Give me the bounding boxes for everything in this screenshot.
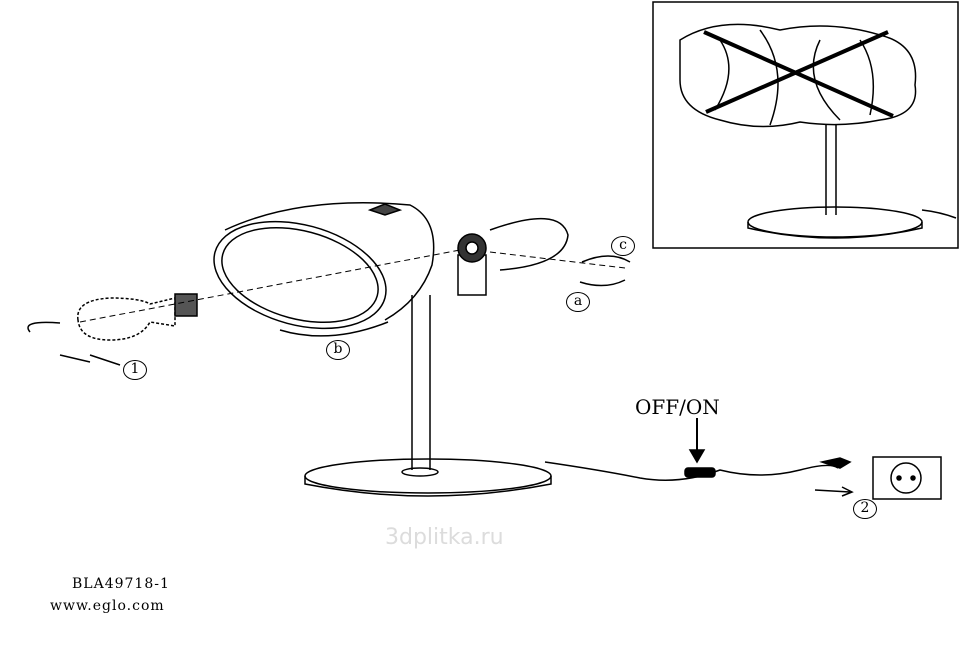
power-cord	[544, 418, 854, 497]
inset-no-cover-panel	[652, 1, 959, 249]
step-label-b: b	[326, 340, 350, 360]
website-url: www.eglo.com	[50, 598, 165, 614]
model-code: BLA49718-1	[72, 576, 170, 592]
lamp-base	[304, 295, 552, 497]
light-bulb	[27, 293, 198, 366]
wall-socket	[872, 456, 942, 500]
step-label-1: 1	[123, 360, 147, 380]
step-label-2: 2	[853, 499, 877, 519]
watermark: 3dplitka.ru	[385, 525, 504, 550]
step-label-c: c	[611, 236, 635, 256]
lamp-head	[213, 202, 569, 330]
switch-label: OFF/ON	[635, 395, 720, 419]
step-label-a: a	[566, 292, 590, 312]
